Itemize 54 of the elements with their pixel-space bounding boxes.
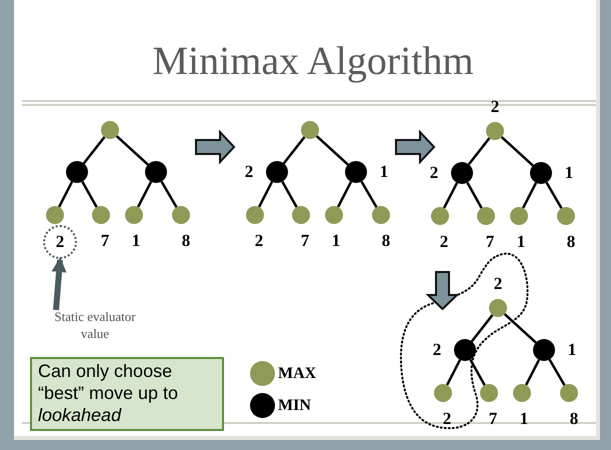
node-value: 7 bbox=[488, 409, 498, 429]
tree-branch bbox=[336, 181, 352, 208]
tree-branch bbox=[548, 358, 566, 386]
node-value: 2 bbox=[438, 232, 450, 252]
tree-branch bbox=[136, 181, 152, 208]
legend-label: MIN bbox=[278, 396, 311, 416]
node-value: 2 bbox=[244, 162, 254, 182]
node-value: 7 bbox=[100, 231, 110, 251]
node-value: 2 bbox=[490, 97, 500, 117]
tree-branch bbox=[466, 182, 483, 209]
node-value: 1 bbox=[516, 232, 526, 252]
tree-branch bbox=[545, 182, 563, 209]
node-value: 2 bbox=[428, 163, 440, 183]
tree-branch bbox=[469, 359, 486, 386]
node-value: 1 bbox=[566, 340, 578, 360]
legend-label: MAX bbox=[278, 364, 316, 384]
tree-branch bbox=[258, 181, 274, 208]
node-value: 1 bbox=[378, 162, 390, 182]
tree-branch bbox=[446, 359, 462, 386]
node-value: 7 bbox=[300, 231, 310, 251]
node-value: 7 bbox=[484, 232, 496, 252]
node-value: 1 bbox=[130, 231, 142, 251]
tree-branch bbox=[282, 136, 306, 164]
node-value: 2 bbox=[442, 409, 452, 429]
pointer-arrow bbox=[52, 257, 67, 310]
node-value: 1 bbox=[518, 409, 530, 429]
tree-branch bbox=[281, 181, 298, 208]
node-value: 2 bbox=[254, 231, 264, 251]
node-value: 1 bbox=[330, 231, 342, 251]
tree-branch bbox=[500, 136, 534, 166]
tree-branch bbox=[524, 359, 540, 386]
node-value: 2 bbox=[492, 274, 504, 294]
tree-branch bbox=[316, 135, 349, 166]
node-value: 8 bbox=[180, 231, 192, 251]
tree-branch bbox=[82, 136, 106, 164]
highlighted-value: 2 bbox=[43, 225, 77, 259]
tree-branch bbox=[360, 180, 378, 208]
tree-branch bbox=[116, 135, 149, 166]
node-value: 8 bbox=[380, 231, 392, 251]
node-value: 2 bbox=[432, 340, 442, 360]
tree-branch bbox=[504, 313, 537, 344]
tree-branch bbox=[442, 182, 458, 209]
tree-branch bbox=[470, 314, 494, 342]
tree-branch bbox=[160, 180, 178, 208]
note-box: Can only choose “best” move up to lookahead bbox=[30, 357, 224, 431]
node-value: 8 bbox=[566, 232, 576, 252]
tree-branch bbox=[522, 182, 538, 209]
evaluator-caption: Static evaluator value bbox=[48, 308, 142, 344]
slide-title: Minimax Algorithm bbox=[151, 38, 475, 84]
tree-branch bbox=[81, 181, 98, 208]
node-value: 1 bbox=[564, 163, 574, 183]
tree-branch bbox=[58, 181, 74, 208]
tree-branch bbox=[468, 137, 490, 166]
node-value: 8 bbox=[568, 409, 580, 429]
